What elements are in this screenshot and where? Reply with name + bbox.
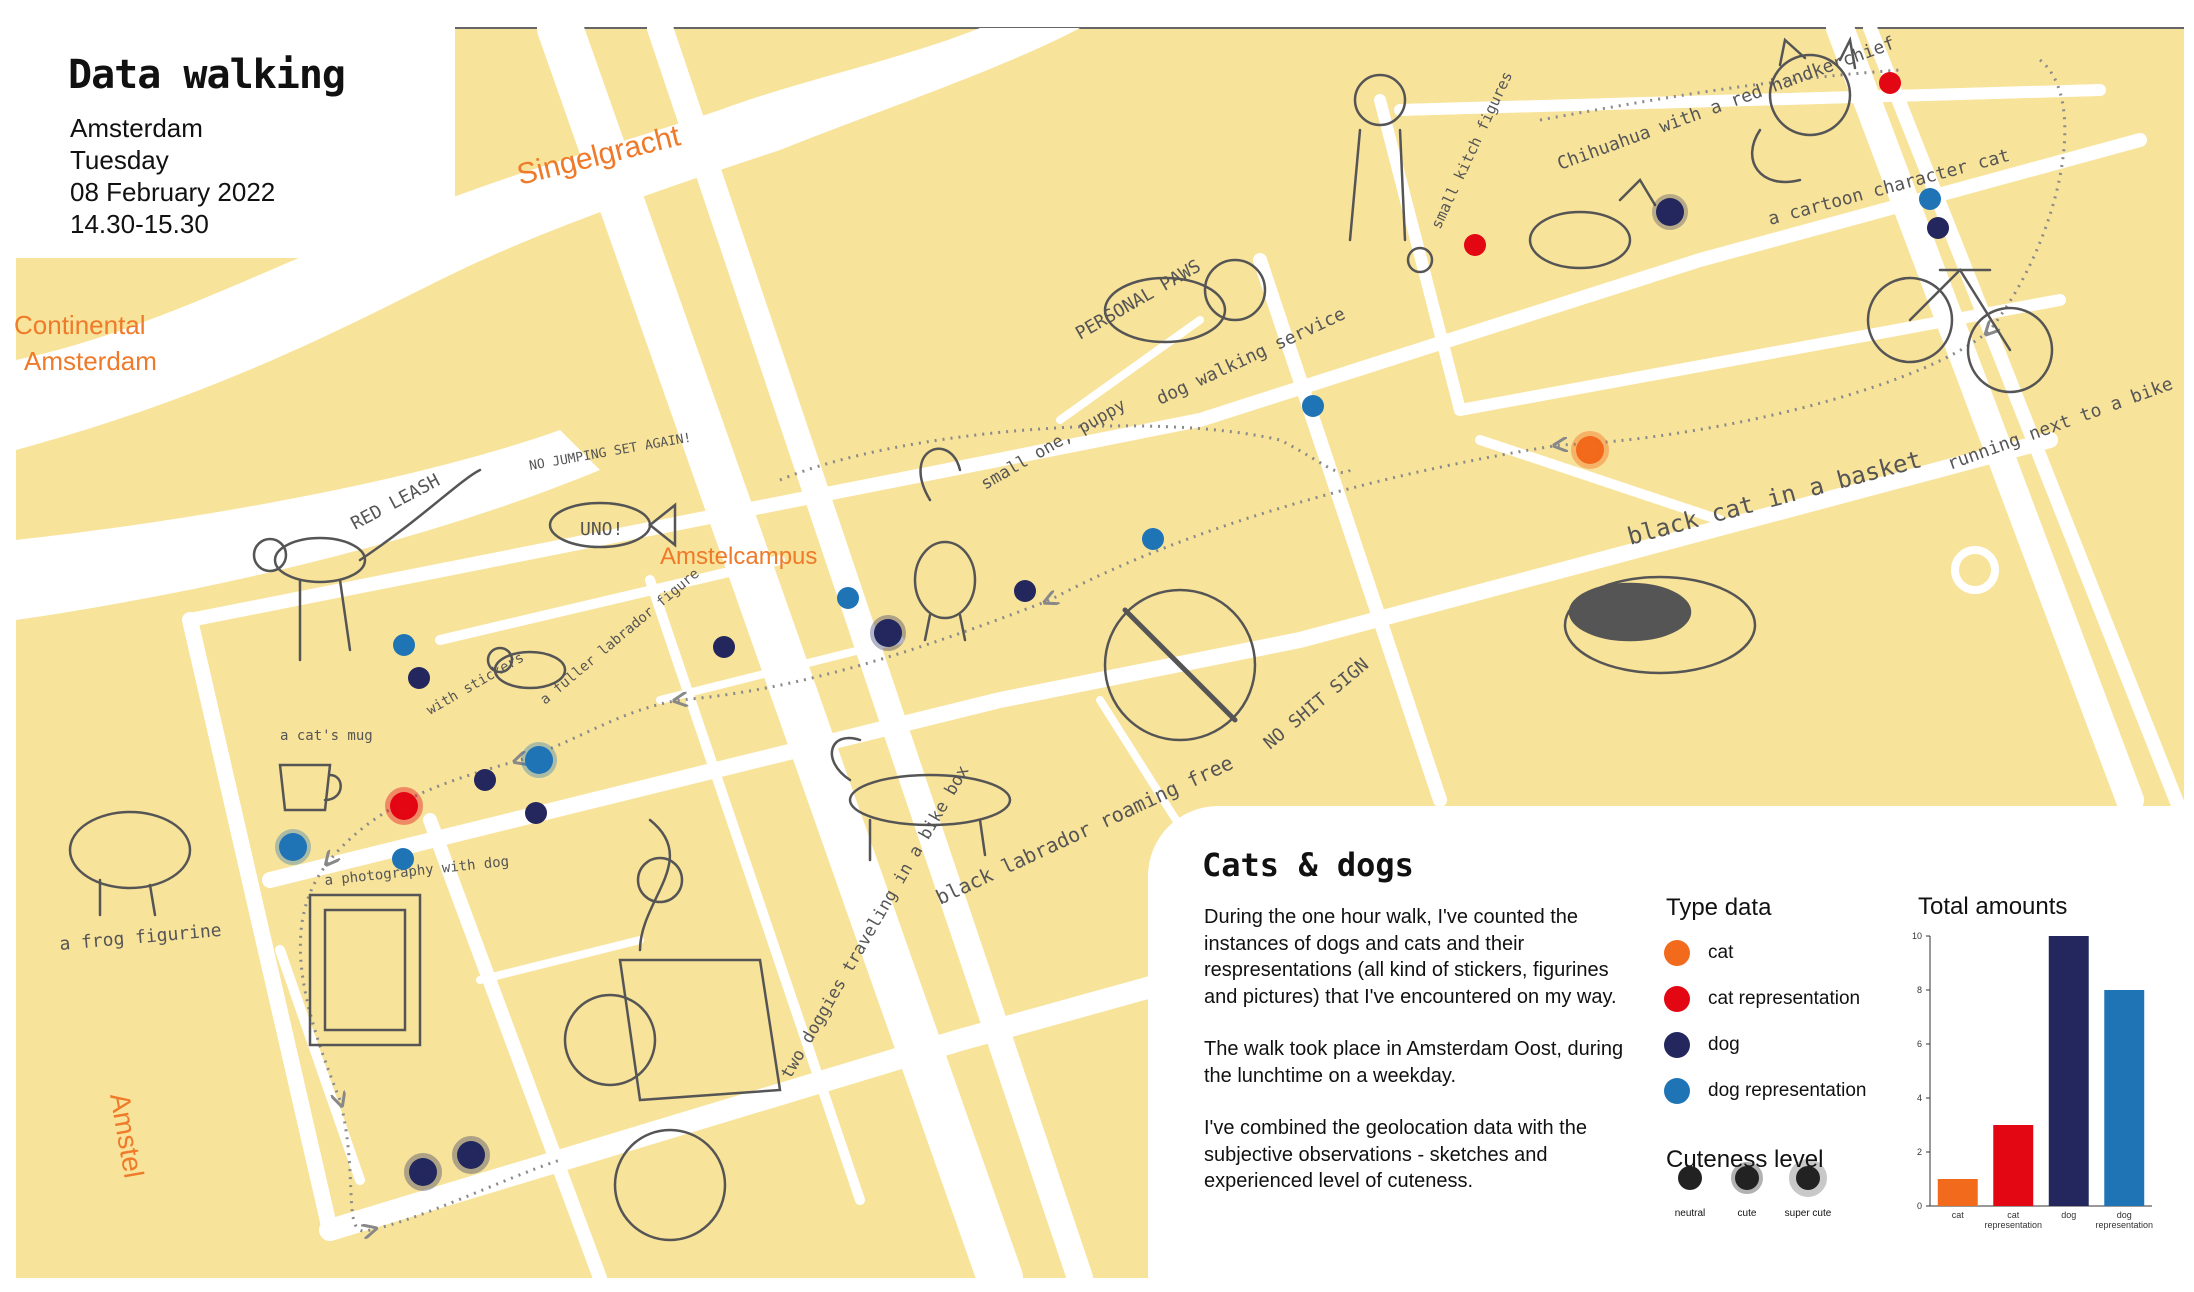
- sketch-photo-frame: [308, 893, 422, 1047]
- legend-item-dog-representation: dog representation: [1664, 1078, 1868, 1104]
- point-dog-rep-4[interactable]: [837, 587, 859, 609]
- label-amsterdam: Amsterdam: [24, 346, 157, 376]
- point-dog-2[interactable]: [1927, 217, 1949, 239]
- point-cat-rep-3[interactable]: [385, 787, 423, 825]
- sketch-bike-box: [563, 818, 782, 1242]
- cuteness-cute-icon: [1731, 1162, 1763, 1194]
- sketch-bicycle: [1866, 268, 2054, 394]
- cuteness-neutral-icon: [1678, 1166, 1702, 1190]
- dog-representation-swatch: [1664, 1078, 1690, 1104]
- point-dog-rep-5[interactable]: [393, 634, 415, 656]
- time-label: 14.30-15.30: [70, 209, 209, 239]
- legend-label: dog representation: [1708, 1080, 1867, 1101]
- y-tick-label: 0: [1917, 1201, 1922, 1211]
- bar-dog: [2048, 936, 2089, 1206]
- description-paragraph-2: The walk took place in Amsterdam Oost, d…: [1204, 1038, 1624, 1087]
- sketch-cartoon-cat: [1750, 36, 1857, 184]
- legend-item-cat: cat: [1664, 940, 1868, 966]
- y-tick-label: 4: [1917, 1093, 1922, 1103]
- point-dog-8[interactable]: [525, 802, 547, 824]
- label-amstelcampus: Amstelcampus: [660, 543, 817, 570]
- cat-representation-swatch: [1664, 986, 1690, 1012]
- x-tick-label: cat: [1952, 1210, 1965, 1220]
- sketch-personal-paws-dog: [1103, 258, 1267, 344]
- cuteness-super-cute: super cute: [1768, 1158, 1848, 1219]
- legend-item-dog: dog: [1664, 1032, 1868, 1058]
- sketch-dog-red-leash: [252, 468, 482, 662]
- page-title: Data walking: [68, 52, 346, 98]
- point-dog-5[interactable]: [713, 636, 735, 658]
- cuteness-super-cute-icon: [1789, 1159, 1827, 1197]
- sketch-cat-basket: [1563, 575, 1757, 675]
- point-cat-rep-2[interactable]: [1464, 234, 1486, 256]
- cuteness-label: cute: [1737, 1208, 1757, 1219]
- sketch-chihuahua: [1528, 177, 1657, 270]
- sketch-frog-figurine: [68, 810, 192, 917]
- point-dog-rep-7[interactable]: [275, 829, 311, 865]
- description: During the one hour walk, I've counted t…: [1204, 904, 1644, 1221]
- bar-cat-representation: [1993, 1125, 2034, 1206]
- point-dog-rep-2[interactable]: [1302, 395, 1324, 417]
- point-dog-rep-6[interactable]: [521, 742, 557, 778]
- description-paragraph-1: During the one hour walk, I've counted t…: [1204, 906, 1617, 1008]
- x-tick-label: dog: [2061, 1210, 2076, 1220]
- legend-label: cat representation: [1708, 988, 1861, 1009]
- point-dog-3[interactable]: [1014, 580, 1036, 602]
- point-dog-10[interactable]: [452, 1136, 490, 1174]
- point-dog-9[interactable]: [404, 1153, 442, 1191]
- point-dog-7[interactable]: [474, 769, 496, 791]
- point-dog-1[interactable]: [1652, 194, 1688, 230]
- sketch-kitch-figures: [1348, 73, 1434, 274]
- sketch-fish-uno: [548, 501, 677, 549]
- weekday-label: Tuesday: [70, 145, 169, 175]
- point-dog-rep-1[interactable]: [1919, 188, 1941, 210]
- description-paragraph-3: I've combined the geolocation data with …: [1204, 1117, 1587, 1192]
- cuteness-label: super cute: [1784, 1208, 1832, 1219]
- type-legend-title: Type data: [1666, 894, 1772, 921]
- note-cat-mug: a cat's mug: [280, 728, 373, 744]
- observation-points[interactable]: [275, 72, 1949, 1191]
- label-continental: Continental: [14, 310, 146, 340]
- legend-panel: Cats & dogs During the one hour walk, I'…: [1148, 806, 2194, 1292]
- cuteness-neutral: neutral: [1650, 1158, 1730, 1219]
- bar-dog-representation: [2104, 990, 2145, 1206]
- sketch-black-labrador: [830, 736, 1012, 862]
- point-dog-rep-8[interactable]: [392, 848, 414, 870]
- bar-cat: [1937, 1179, 1978, 1206]
- sketch-labrador-figure: [486, 646, 567, 690]
- legend-title: Cats & dogs: [1202, 846, 1414, 884]
- point-dog-4[interactable]: [870, 615, 906, 651]
- legend-label: cat: [1708, 942, 1734, 963]
- note-uno: UNO!: [580, 519, 623, 540]
- sketches: [68, 36, 2054, 1242]
- sketch-no-shit-sign: [1103, 588, 1257, 742]
- y-tick-label: 6: [1917, 1039, 1922, 1049]
- y-tick-label: 2: [1917, 1147, 1922, 1157]
- chart-title: Total amounts: [1918, 893, 2067, 920]
- y-tick-label: 8: [1917, 985, 1922, 995]
- point-cat-rep-1[interactable]: [1879, 72, 1901, 94]
- cuteness-cute: cute: [1707, 1158, 1787, 1219]
- cuteness-label: neutral: [1674, 1208, 1706, 1219]
- sketch-puppy: [913, 447, 977, 642]
- point-dog-rep-3[interactable]: [1142, 528, 1164, 550]
- dog-swatch: [1664, 1032, 1690, 1058]
- city-label: Amsterdam: [70, 113, 203, 143]
- point-cat-1[interactable]: [1571, 431, 1609, 469]
- title-panel: Data walking Amsterdam Tuesday 08 Februa…: [0, 0, 455, 258]
- legend-label: dog: [1708, 1034, 1740, 1055]
- sketch-cat-mug: [278, 763, 342, 812]
- y-tick-label: 10: [1912, 931, 1922, 941]
- date-label: 08 February 2022: [70, 177, 276, 207]
- legend-item-cat-representation: cat representation: [1664, 986, 1868, 1012]
- point-dog-6[interactable]: [408, 667, 430, 689]
- cat-swatch: [1664, 940, 1690, 966]
